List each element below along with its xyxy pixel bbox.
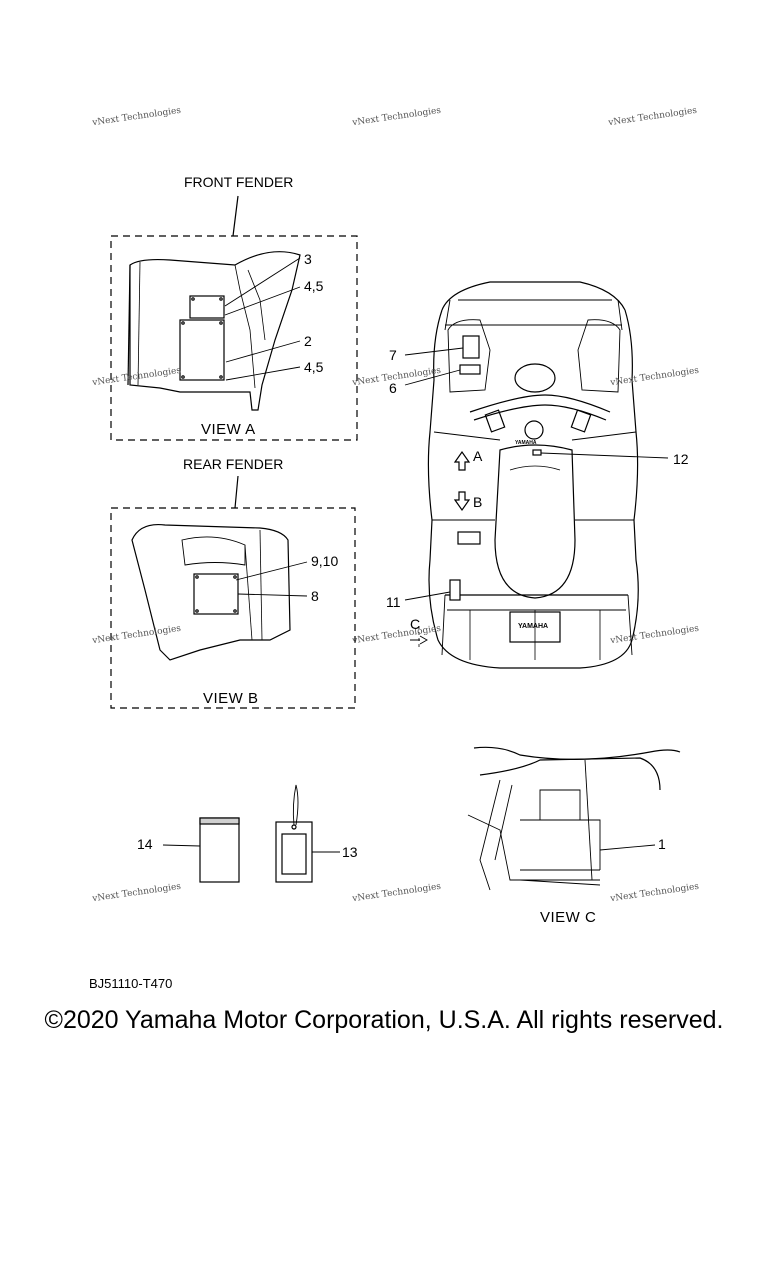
front-fender-title: FRONT FENDER [184, 174, 294, 190]
callout-label: 1 [658, 836, 666, 852]
view-c-label: VIEW C [540, 909, 597, 926]
callout-label: 6 [389, 380, 397, 396]
callout-label: 3 [304, 251, 312, 267]
atv-top-view [404, 281, 669, 669]
view-a-label: VIEW A [201, 421, 256, 438]
view-arrow-c: C [410, 616, 421, 632]
copyright-notice: ©2020 Yamaha Motor Corporation, U.S.A. A… [44, 1006, 724, 1034]
brand-mark: YAMAHA [518, 623, 549, 630]
callout-label: 9,10 [311, 553, 339, 569]
loose-parts [162, 784, 340, 883]
callout-label: 2 [304, 333, 312, 349]
rear-fender-title: REAR FENDER [183, 456, 284, 472]
view-arrow-b: B [473, 494, 483, 510]
callout-label: 4,5 [304, 278, 324, 294]
view-b-label: VIEW B [203, 690, 259, 707]
callout-label: 12 [673, 451, 689, 467]
front-fender-view [110, 195, 358, 441]
callout-label: 7 [389, 347, 397, 363]
callout-label: 13 [342, 844, 358, 860]
view-arrow-a: A [473, 448, 483, 464]
callout-label: 11 [386, 594, 401, 610]
rear-fender-view [110, 475, 356, 709]
callout-label: 8 [311, 588, 319, 604]
diagram-code: BJ51110-T470 [89, 976, 173, 991]
callout-label: 4,5 [304, 359, 324, 375]
callout-label: 14 [137, 836, 153, 852]
brand-mark: YAMAHA [515, 440, 537, 446]
rear-underside-view [467, 746, 681, 891]
